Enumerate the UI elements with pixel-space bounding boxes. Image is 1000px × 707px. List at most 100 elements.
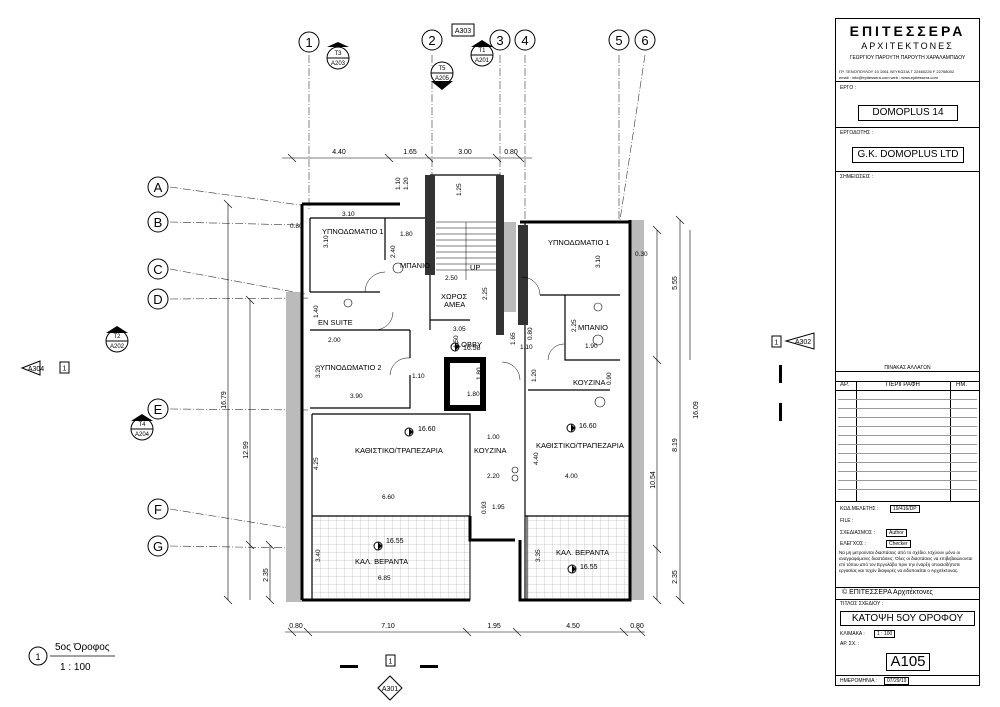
svg-text:1: 1 bbox=[63, 366, 67, 373]
dim-inner: 2.25 bbox=[482, 287, 489, 300]
dim-inner: 0.30 bbox=[635, 251, 648, 258]
dim-inner: 3.10 bbox=[342, 211, 355, 218]
dim-right-top: 5.55 bbox=[672, 276, 679, 290]
room-veranda-left: ΚΑΛ. ΒΕΡΑΝΤΑ bbox=[355, 557, 408, 566]
svg-text:1: 1 bbox=[389, 659, 393, 666]
dim-top-4: 0.80 bbox=[504, 149, 518, 156]
dim-inner: 3.05 bbox=[453, 326, 466, 333]
project-name: DOMOPLUS 14 bbox=[858, 105, 958, 121]
dim-inner: 1.20 bbox=[403, 177, 410, 190]
svg-text:A204: A204 bbox=[135, 432, 150, 438]
elevation-marker-a304[interactable]: A304 1 bbox=[20, 360, 70, 376]
room-bedroom1-left: ΥΠΝΟΔΩΜΑΤΙΟ 1 bbox=[322, 227, 384, 236]
dim-right-bottom: 2.35 bbox=[672, 570, 679, 584]
section-marker-t2[interactable]: T2 A202 bbox=[105, 326, 129, 353]
level-lobby: 16.58 bbox=[463, 345, 481, 352]
grid-row-label: B bbox=[154, 215, 163, 230]
dim-inner: 2.00 bbox=[328, 337, 341, 344]
room-lobby: LOBBY bbox=[457, 340, 482, 349]
grid-column-bubbles: 1 2 3 4 5 6 bbox=[298, 29, 656, 53]
dim-right-total: 16.09 bbox=[693, 401, 700, 419]
level-markers bbox=[373, 342, 577, 574]
client-name: G.K. DOMOPLUS LTD bbox=[852, 147, 964, 163]
door-swings bbox=[364, 271, 565, 381]
sheet-number: A105 bbox=[886, 653, 930, 671]
grid-col-label: 4 bbox=[521, 33, 528, 48]
dim-top-2: 1.65 bbox=[403, 149, 417, 156]
client-label: ΕΡΓΟΔΟΤΗΣ : bbox=[840, 130, 873, 136]
room-bedroom1-right: ΥΠΝΟΔΩΜΑΤΙΟ 1 bbox=[548, 238, 610, 247]
stair-core-wall-right bbox=[496, 175, 504, 335]
room-accessible-space: ΧΩΡΟΣ bbox=[441, 292, 467, 301]
dim-inner: 3.10 bbox=[323, 235, 330, 248]
sheet-title-label: ΤΙΤΛΟΣ ΣΧΕΔΙΟΥ : bbox=[840, 601, 883, 607]
section-marker-t3[interactable]: T3 A203 bbox=[314, 42, 350, 71]
dim-inner: 2.50 bbox=[445, 275, 458, 282]
dim-right-low: 10.54 bbox=[650, 471, 657, 489]
dim-inner: 0.80 bbox=[527, 327, 534, 340]
rev-col-no: ΑΡ. bbox=[840, 382, 849, 388]
date: 07/29/19 bbox=[884, 677, 910, 685]
dim-inner: 4.25 bbox=[313, 457, 320, 470]
elevation-marker-a302[interactable]: 1 A302 bbox=[771, 332, 815, 350]
checker: Checker bbox=[886, 540, 911, 548]
room-kitchen-left: ΚΟΥΖΙΝΑ bbox=[474, 446, 506, 455]
firm-partners: ΓΕΩΡΓΙΟΥ ΠΑΡΟΥΤΗ ΠΑΡΟΥΤΗ ΧΑΡΑΛΑΜΠΙΔΟΥ bbox=[849, 55, 966, 61]
dim-inner: 0.93 bbox=[481, 501, 488, 514]
dim-inner: 1.40 bbox=[313, 305, 320, 318]
floor-level-label: 1 5ος Όροφος 1 : 100 bbox=[28, 642, 115, 673]
study-code: 19/416/DP bbox=[890, 505, 920, 513]
elevation-marker-a301[interactable]: 1 A301 bbox=[377, 654, 403, 701]
copyright: © ΕΠΙΤΕΣΣΕΡΑ Αρχιτέκτονες bbox=[842, 589, 933, 596]
floor-plan-drawing: 1 2 3 4 5 6 A B C D E F G T3 A203 bbox=[20, 23, 815, 701]
file-label: FILE : bbox=[840, 518, 854, 524]
sheet-no-label: ΑΡ. ΣΧ. : bbox=[840, 641, 860, 647]
dim-inner: 1.25 bbox=[456, 183, 463, 196]
dim-inner: 4.00 bbox=[565, 473, 578, 480]
room-accessible-space-2: ΑΜΕΑ bbox=[444, 300, 465, 309]
section-marker-t5[interactable]: T5 A205 bbox=[430, 61, 454, 90]
study-code-label: ΚΩΔ.ΜΕΛΕΤΗΣ : bbox=[840, 506, 879, 512]
notes-label: ΣΗΜΕΙΩΣΕΙΣ : bbox=[840, 174, 874, 180]
dim-top-3: 3.00 bbox=[458, 149, 472, 156]
elevation-marker-a303[interactable]: A303 bbox=[451, 23, 475, 37]
section-marker-t4[interactable]: T4 A204 bbox=[130, 414, 154, 441]
dim-inner: 1.20 bbox=[531, 369, 538, 382]
dim-inner: 1.95 bbox=[492, 504, 505, 511]
checker-label: ΕΛΕΓΧΟΣ : bbox=[840, 541, 866, 547]
project-label: ΕΡΓΟ : bbox=[840, 85, 857, 91]
grid-col-label: 1 bbox=[305, 35, 312, 50]
scale: 1 : 100 bbox=[874, 630, 896, 638]
dim-inner: 2.25 bbox=[571, 319, 578, 332]
left-vertical-dims bbox=[223, 199, 275, 605]
right-vertical-dims bbox=[652, 215, 691, 605]
rev-col-desc: ΠΕΡΙΓΡΑΦΗ bbox=[886, 382, 920, 388]
svg-text:T1: T1 bbox=[478, 48, 486, 54]
room-kitchen-right: ΚΟΥΖΙΝΑ bbox=[573, 378, 605, 387]
svg-text:A201: A201 bbox=[475, 58, 490, 64]
dim-inner: 1.80 bbox=[476, 367, 483, 380]
dim-inner: 1.10 bbox=[520, 344, 533, 351]
room-bathroom-left: ΜΠΑΝΙΟ bbox=[400, 261, 430, 270]
grid-col-label: 2 bbox=[428, 33, 435, 48]
level-living-right: 16.60 bbox=[579, 423, 597, 430]
dim-bottom-3: 1.95 bbox=[487, 623, 501, 630]
grid-col-label: 6 bbox=[641, 33, 648, 48]
grid-col-label: 3 bbox=[496, 33, 503, 48]
dim-right-mid: 8.19 bbox=[672, 438, 679, 452]
date-label: ΗΜΕΡΟΜΗΝΙΑ : bbox=[840, 678, 877, 684]
svg-text:1: 1 bbox=[775, 340, 779, 347]
svg-text:A301: A301 bbox=[382, 686, 398, 693]
grid-col-label: 5 bbox=[615, 33, 622, 48]
grid-row-bubbles: A B C D E F G bbox=[147, 176, 169, 557]
svg-text:1: 1 bbox=[35, 652, 40, 662]
dim-bottom-2: 7.10 bbox=[381, 623, 395, 630]
dim-inner: 6.60 bbox=[382, 494, 395, 501]
svg-text:A205: A205 bbox=[435, 76, 450, 82]
dim-inner: 0.80 bbox=[290, 223, 303, 230]
designer-label: ΣΧΕΔΙΑΣΜΟΣ : bbox=[840, 530, 875, 536]
room-bedroom2: ΥΠΝΟΔΩΜΑΤΙΟ 2 bbox=[320, 363, 382, 372]
section-marker-t1[interactable]: T1 A201 bbox=[470, 40, 494, 67]
bathroom-fixtures bbox=[343, 262, 606, 482]
firm-address: ΓΡ. ΞΕΝΟΠΟΥΛΟΥ 10 1061 ΛΕΥΚΩΣΙΑ Τ 224602… bbox=[839, 69, 955, 74]
